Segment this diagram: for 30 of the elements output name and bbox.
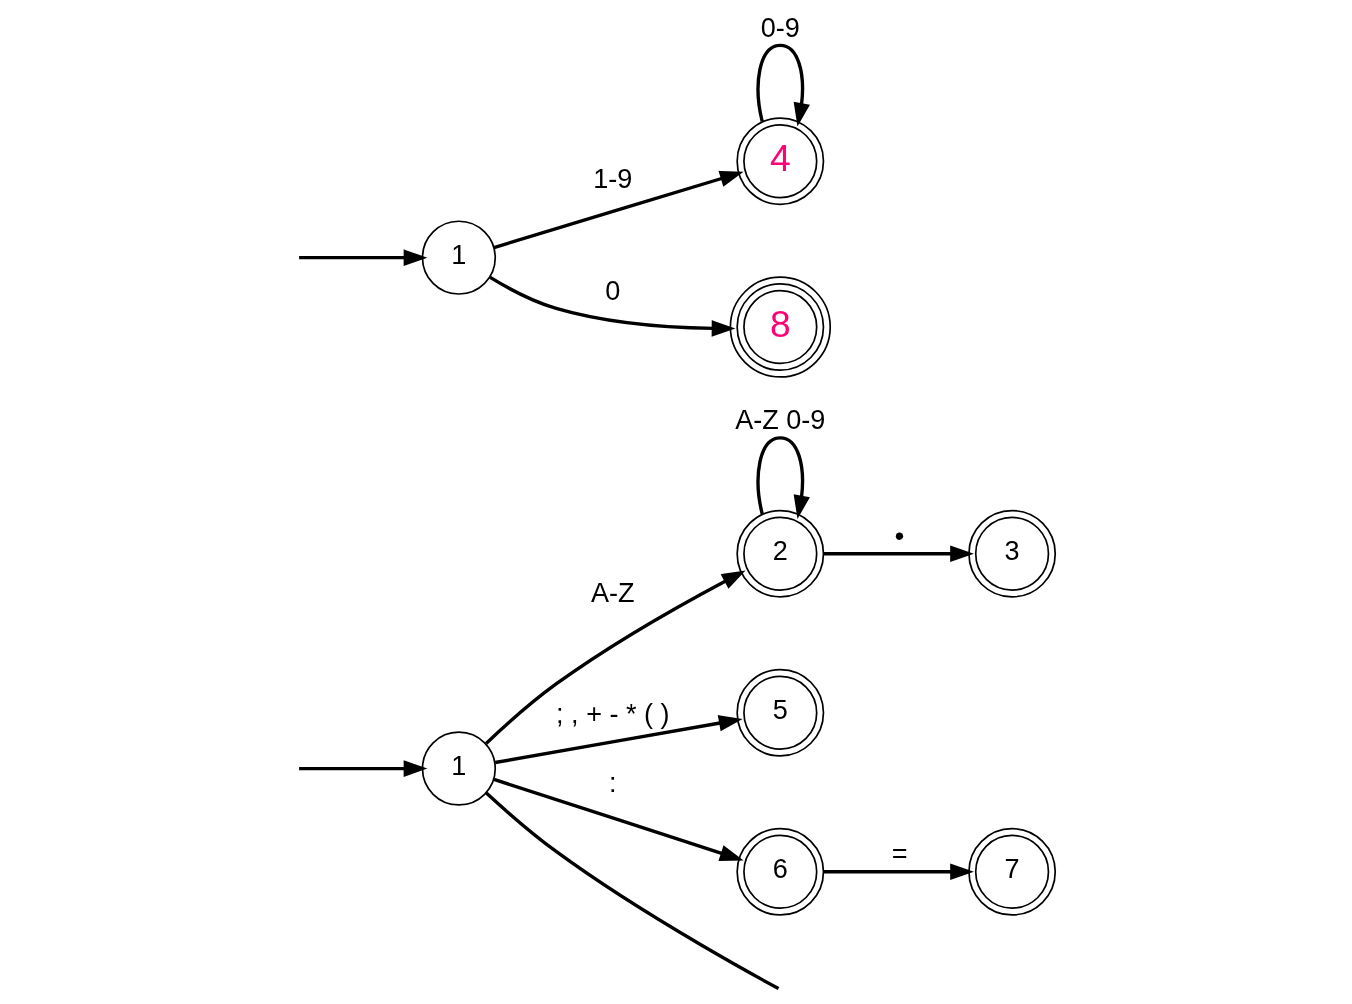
arrow [492, 777, 744, 861]
edge-label: 0-9 [760, 12, 800, 43]
arrow [484, 570, 746, 745]
arrow [494, 715, 743, 765]
edge-label: 1-9 [592, 163, 632, 194]
arrow [298, 760, 427, 777]
edge-label: A-Z [590, 578, 635, 609]
node-circle: 1 [421, 731, 496, 806]
arrow [493, 170, 744, 250]
edge-label: ; , + - * ( ) [555, 698, 670, 729]
node-circle: 8 [729, 276, 831, 378]
edge-label: = [891, 838, 907, 869]
node-circle: 7 [967, 827, 1056, 916]
edge-label: • [894, 520, 904, 551]
node-circle: 3 [967, 509, 1056, 598]
arrow [823, 863, 974, 881]
edge-label: 0 [604, 275, 620, 306]
arrow [298, 249, 427, 266]
connector [484, 791, 779, 990]
arrow [755, 436, 810, 519]
edge-label: A-Z 0-9 [734, 405, 825, 436]
edge-label: : [608, 767, 617, 798]
node-circle: 6 [735, 827, 824, 916]
node-circle: 5 [735, 668, 824, 757]
node-circle: 2 [735, 509, 824, 598]
node-circle: 4 [735, 117, 824, 206]
arrow [823, 545, 974, 563]
node-circle: 1 [421, 220, 496, 295]
arrow [755, 43, 810, 127]
arrow [488, 276, 735, 337]
